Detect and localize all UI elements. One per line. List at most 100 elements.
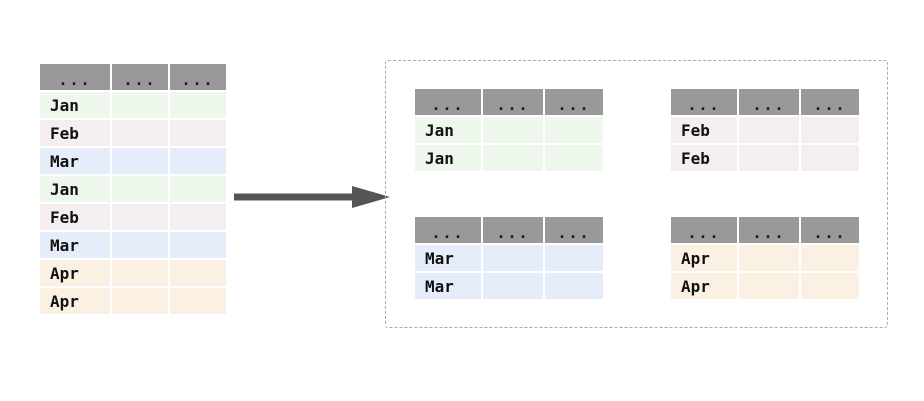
row-value-cell <box>545 145 603 171</box>
row-label-cell: Feb <box>40 120 110 146</box>
group-table-feb: .........Feb Feb <box>669 87 861 173</box>
row-label-cell: Apr <box>671 273 737 299</box>
row-value-cell <box>801 273 859 299</box>
ellipsis-icon: ... <box>752 224 786 242</box>
source-table: ... ... ... Jan Feb Mar Jan Feb Mar Apr … <box>38 62 228 316</box>
row-value-cell <box>170 288 226 314</box>
row-value-cell <box>112 260 168 286</box>
group-table-header-row: ......... <box>671 89 859 115</box>
row-value-cell <box>112 120 168 146</box>
row-value-cell <box>483 273 543 299</box>
table-row: Feb <box>40 120 226 146</box>
group-table-apr: .........Apr Apr <box>669 215 861 301</box>
group-table-header-cell-2: ... <box>739 217 799 243</box>
group-table-header-cell-1: ... <box>671 89 737 115</box>
row-value-cell <box>170 176 226 202</box>
table-row: Mar <box>40 148 226 174</box>
group-table-header-cell-3: ... <box>545 89 603 115</box>
row-value-cell <box>483 117 543 143</box>
table-row: Jan <box>40 92 226 118</box>
right-arrow-icon <box>234 183 390 211</box>
source-table-header-cell-1: ... <box>40 64 110 90</box>
table-row: Apr <box>40 260 226 286</box>
row-label-cell: Jan <box>415 145 481 171</box>
ellipsis-icon: ... <box>496 96 530 114</box>
row-label-cell: Mar <box>415 245 481 271</box>
row-label-cell: Feb <box>671 117 737 143</box>
table-row: Jan <box>415 117 603 143</box>
table-row: Feb <box>40 204 226 230</box>
group-table-header-row: ......... <box>671 217 859 243</box>
table-row: Mar <box>40 232 226 258</box>
ellipsis-icon: ... <box>431 96 465 114</box>
output-group-container <box>385 60 888 328</box>
ellipsis-icon: ... <box>813 224 847 242</box>
group-table-header-cell-1: ... <box>415 89 481 115</box>
row-label-cell: Apr <box>40 260 110 286</box>
table-row: Feb <box>671 117 859 143</box>
ellipsis-icon: ... <box>752 96 786 114</box>
row-label-cell: Mar <box>40 148 110 174</box>
ellipsis-icon: ... <box>496 224 530 242</box>
source-table-header-cell-2: ... <box>112 64 168 90</box>
group-table-header-cell-3: ... <box>801 217 859 243</box>
table-row: Mar <box>415 245 603 271</box>
row-value-cell <box>170 204 226 230</box>
ellipsis-icon: ... <box>557 96 591 114</box>
row-label-cell: Feb <box>40 204 110 230</box>
row-value-cell <box>739 117 799 143</box>
ellipsis-icon: ... <box>123 71 157 89</box>
group-table-header-cell-1: ... <box>415 217 481 243</box>
row-value-cell <box>545 245 603 271</box>
table-row: Feb <box>671 145 859 171</box>
row-value-cell <box>801 117 859 143</box>
group-table-header-cell-2: ... <box>483 217 543 243</box>
row-value-cell <box>545 273 603 299</box>
row-value-cell <box>112 92 168 118</box>
row-label-cell: Jan <box>40 92 110 118</box>
group-table-mar: ......... Mar Mar <box>413 215 605 301</box>
row-value-cell <box>545 117 603 143</box>
ellipsis-icon: ... <box>431 224 465 242</box>
ellipsis-icon: ... <box>557 224 591 242</box>
table-row: Apr <box>671 245 859 271</box>
table-row: Apr <box>40 288 226 314</box>
row-value-cell <box>739 245 799 271</box>
group-table-jan: .........Jan Jan <box>413 87 605 173</box>
row-value-cell <box>801 245 859 271</box>
ellipsis-icon: ... <box>687 96 721 114</box>
row-value-cell <box>170 120 226 146</box>
row-label-cell: Apr <box>40 288 110 314</box>
group-table-header-cell-2: ... <box>739 89 799 115</box>
row-value-cell <box>801 145 859 171</box>
row-label-cell: Mar <box>40 232 110 258</box>
row-label-cell: Apr <box>671 245 737 271</box>
row-value-cell <box>170 92 226 118</box>
table-row: Mar <box>415 273 603 299</box>
row-label-cell: Jan <box>40 176 110 202</box>
row-value-cell <box>170 148 226 174</box>
source-table-header-row: ... ... ... <box>40 64 226 90</box>
row-value-cell <box>483 145 543 171</box>
row-value-cell <box>112 232 168 258</box>
group-table-header-cell-2: ... <box>483 89 543 115</box>
row-label-cell: Feb <box>671 145 737 171</box>
row-value-cell <box>112 288 168 314</box>
ellipsis-icon: ... <box>813 96 847 114</box>
row-value-cell <box>112 176 168 202</box>
row-value-cell <box>170 260 226 286</box>
ellipsis-icon: ... <box>687 224 721 242</box>
group-table-header-row: ......... <box>415 89 603 115</box>
row-value-cell <box>112 204 168 230</box>
ellipsis-icon: ... <box>181 71 215 89</box>
row-label-cell: Jan <box>415 117 481 143</box>
table-row: Jan <box>415 145 603 171</box>
group-table-header-cell-1: ... <box>671 217 737 243</box>
table-row: Jan <box>40 176 226 202</box>
row-value-cell <box>739 273 799 299</box>
row-value-cell <box>112 148 168 174</box>
ellipsis-icon: ... <box>58 71 92 89</box>
table-row: Apr <box>671 273 859 299</box>
row-value-cell <box>739 145 799 171</box>
